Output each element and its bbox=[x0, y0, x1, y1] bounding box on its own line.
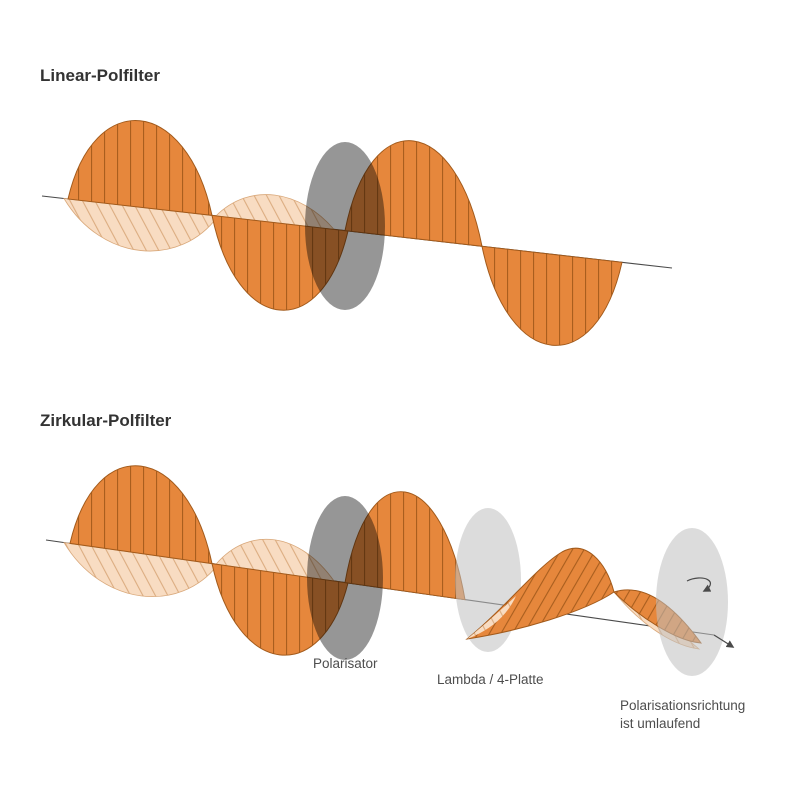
wave-lobe-pale-below-1 bbox=[63, 542, 219, 597]
zirkular-section: Zirkular-Polfilter Polarisator Lambda / … bbox=[40, 411, 745, 731]
twisted-ribbon-leaf-1 bbox=[465, 547, 615, 640]
label-lambda-plate: Lambda / 4-Platte bbox=[437, 672, 544, 687]
polarizer-disc-zirkular bbox=[307, 496, 383, 660]
label-polarisator: Polarisator bbox=[313, 656, 378, 671]
section-title-zirkular: Zirkular-Polfilter bbox=[40, 411, 172, 430]
wave-lobe-orange-4 bbox=[481, 245, 623, 346]
label-direction-line2: ist umlaufend bbox=[620, 716, 700, 731]
wave-lobe-pale-below-1 bbox=[63, 198, 219, 252]
rotation-arrow-icon bbox=[686, 577, 712, 592]
section-title-linear: Linear-Polfilter bbox=[40, 66, 160, 85]
linear-section: Linear-Polfilter bbox=[40, 66, 673, 346]
label-direction-line1: Polarisationsrichtung bbox=[620, 698, 745, 713]
output-disc bbox=[656, 528, 728, 676]
polarizer-disc-linear bbox=[305, 142, 385, 310]
wave-lobe-orange-1 bbox=[69, 465, 213, 565]
wave-lobe-orange-1 bbox=[67, 120, 213, 216]
direction-arrow-icon bbox=[713, 634, 735, 648]
